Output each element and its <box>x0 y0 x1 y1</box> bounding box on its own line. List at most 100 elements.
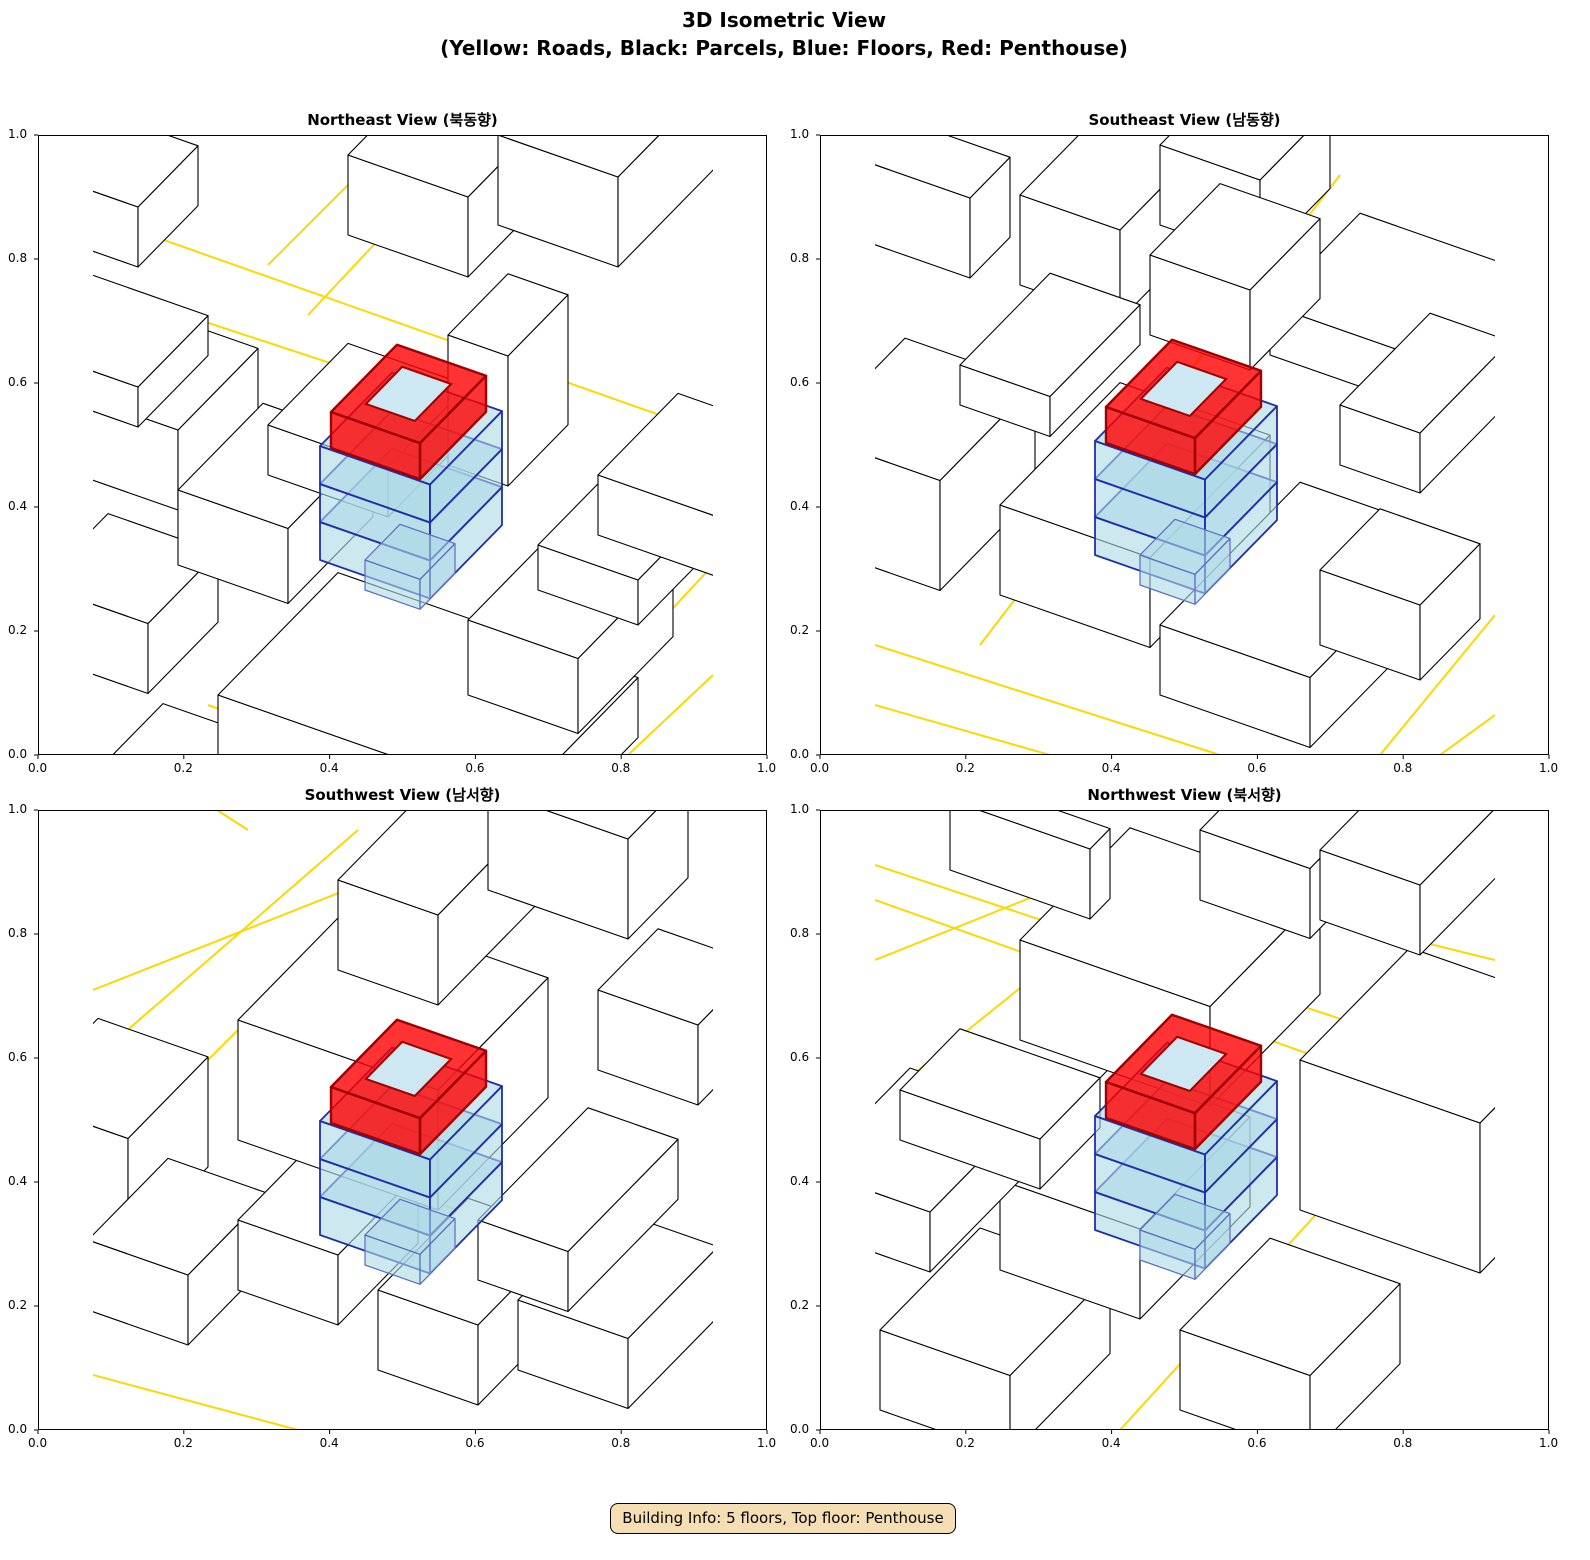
road-line <box>875 704 1051 755</box>
road-line <box>93 829 359 1061</box>
scene <box>93 135 798 755</box>
x-tick-label: 0.8 <box>611 761 631 775</box>
scene <box>875 810 1495 1430</box>
parcel-box-top <box>1299 947 1495 1124</box>
x-tick-label: 0.6 <box>465 1436 485 1450</box>
y-tick-label: 0.4 <box>790 499 810 513</box>
road-line <box>93 214 689 426</box>
y-tick-label: 0.6 <box>790 375 810 389</box>
x-tick-label: 0.0 <box>28 761 48 775</box>
road-line <box>215 810 249 831</box>
parcel-box-top <box>93 1017 209 1140</box>
parcel-box-top <box>93 274 209 388</box>
x-tick-label: 0.4 <box>319 761 339 775</box>
x-tick-label: 0.0 <box>810 761 830 775</box>
x-tick-label: 1.0 <box>757 761 777 775</box>
road-line <box>1379 614 1495 755</box>
parcel-box-top <box>1319 508 1481 606</box>
y-tick-label: 0.6 <box>8 1050 28 1064</box>
penthouse-courtyard <box>1139 1035 1228 1093</box>
parcel-box-top <box>1179 1237 1401 1377</box>
lower-floor-box-top <box>1139 1193 1231 1250</box>
parcel-box-face <box>1419 355 1495 494</box>
x-tick-label: 0.0 <box>810 1436 830 1450</box>
y-tick-label: 0.0 <box>8 1422 28 1436</box>
y-tick-label: 1.0 <box>790 127 810 141</box>
parcel-box-top <box>1199 810 1369 870</box>
parcel-box-top <box>976 810 1111 850</box>
y-tick-label: 0.4 <box>8 499 28 513</box>
title-line-2: (Yellow: Roads, Black: Parcels, Blue: Fl… <box>440 36 1128 60</box>
axes-frame <box>38 810 767 1430</box>
y-tick-label: 0.2 <box>8 1298 28 1312</box>
y-tick-label: 0.6 <box>790 1050 810 1064</box>
parcel-box-top <box>1149 183 1321 291</box>
parcel-box-face <box>718 435 798 577</box>
x-tick-label: 0.4 <box>319 1436 339 1450</box>
parcel-box-face <box>597 474 713 576</box>
parcel-box-top <box>875 135 1011 199</box>
lower-floor-box-top <box>364 1198 456 1255</box>
scene <box>93 810 713 1430</box>
axes-frame <box>820 135 1549 755</box>
scene-canvas <box>34 134 768 759</box>
x-tick-label: 0.2 <box>955 761 975 775</box>
y-tick-label: 0.2 <box>790 623 810 637</box>
x-tick-label: 0.2 <box>173 1436 193 1450</box>
y-tick-label: 0.0 <box>790 747 810 761</box>
x-tick-label: 0.6 <box>1247 761 1267 775</box>
x-tick-label: 0.8 <box>611 1436 631 1450</box>
parcel-box-top <box>543 810 658 840</box>
road-line <box>1439 714 1495 755</box>
parcel-box-top <box>1319 810 1495 886</box>
penthouse-courtyard <box>1139 360 1228 418</box>
parcel-box-face <box>617 135 713 268</box>
y-tick-label: 1.0 <box>790 802 810 816</box>
y-tick-label: 0.8 <box>790 251 810 265</box>
x-tick-label: 0.6 <box>465 761 485 775</box>
parcel-box-top <box>959 272 1141 398</box>
scene <box>875 135 1495 755</box>
y-tick-label: 0.8 <box>790 926 810 940</box>
y-tick-label: 0.8 <box>8 251 28 265</box>
y-tick-label: 0.0 <box>790 1422 810 1436</box>
parcel-box-top <box>597 392 713 516</box>
parcel-box-top <box>597 928 713 1026</box>
x-tick-label: 0.8 <box>1393 761 1413 775</box>
penthouse-courtyard <box>364 365 453 423</box>
y-tick-label: 0.4 <box>8 1174 28 1188</box>
title-line-1: 3D Isometric View <box>681 8 887 32</box>
road-line <box>627 674 713 755</box>
parcel-box-face <box>627 810 689 940</box>
panel-title: Southeast View (남동향) <box>1088 111 1281 129</box>
panel-title: Southwest View (남서향) <box>304 786 501 804</box>
x-tick-label: 0.2 <box>173 761 193 775</box>
parcel-box-top <box>899 1028 1101 1140</box>
parcel-box-face <box>697 1008 713 1106</box>
y-tick-label: 1.0 <box>8 802 28 816</box>
panel-title: Northwest View (북서향) <box>1087 786 1282 804</box>
road-line <box>93 1374 299 1430</box>
parcel-box-face <box>1479 1106 1495 1274</box>
y-tick-label: 0.0 <box>8 747 28 761</box>
road-line <box>875 644 1221 755</box>
y-tick-label: 0.4 <box>790 1174 810 1188</box>
x-tick-label: 1.0 <box>1539 761 1559 775</box>
y-tick-label: 0.6 <box>8 375 28 389</box>
scene-canvas <box>816 809 1550 1434</box>
y-tick-label: 1.0 <box>8 127 28 141</box>
parcel-box-face <box>1419 810 1495 956</box>
parcel-box-top <box>477 1107 679 1253</box>
parcel-box-face <box>627 1251 713 1410</box>
panel-title: Northeast View (북동향) <box>307 111 498 129</box>
x-tick-label: 0.6 <box>1247 1436 1267 1450</box>
x-tick-label: 1.0 <box>1539 1436 1559 1450</box>
building-info-box: Building Info: 5 floors, Top floor: Pent… <box>610 1503 956 1534</box>
parcel-box-top <box>93 135 199 208</box>
y-tick-label: 0.8 <box>8 926 28 940</box>
figure-title: 3D Isometric View (Yellow: Roads, Black:… <box>0 6 1568 62</box>
road-line <box>875 889 1051 961</box>
